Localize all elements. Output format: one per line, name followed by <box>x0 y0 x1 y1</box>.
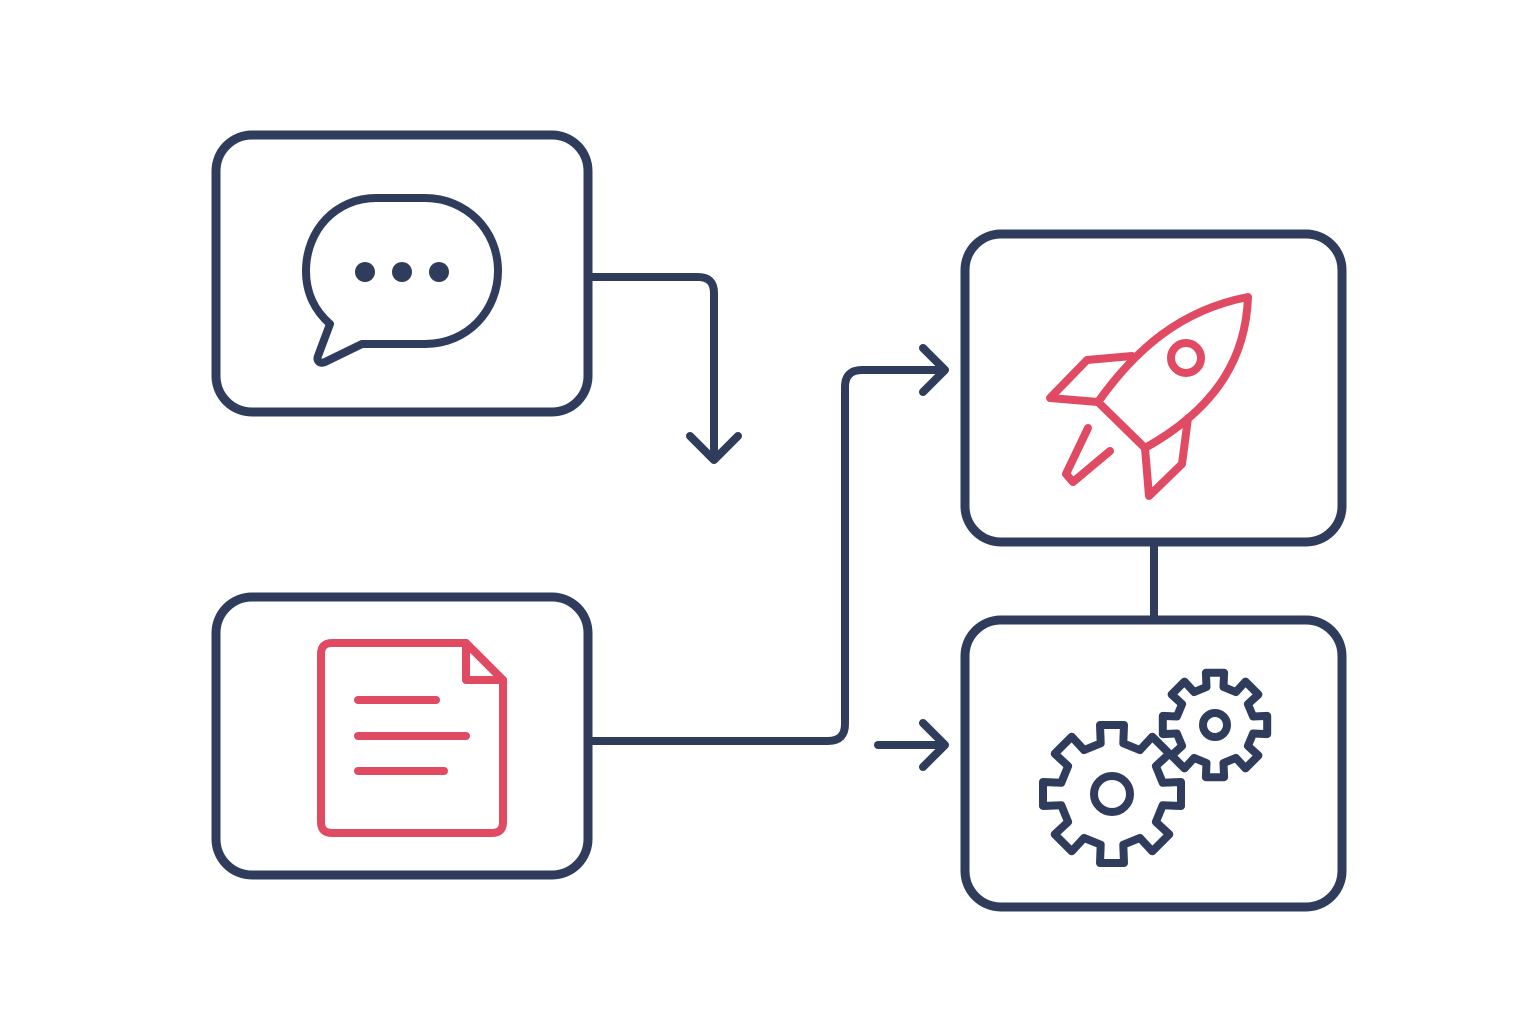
large-gear <box>1039 721 1185 867</box>
chat-bubble-icon <box>302 194 502 367</box>
edge-message-down <box>588 273 718 460</box>
arrowhead-down <box>686 432 742 464</box>
chat-dot <box>429 262 449 282</box>
document-icon <box>317 639 507 837</box>
edge-document-launch <box>588 366 948 745</box>
chat-dot <box>355 262 375 282</box>
chat-dot <box>392 262 412 282</box>
gears-icon <box>1039 668 1272 867</box>
node-process <box>960 615 1347 912</box>
rocket-icon <box>1046 293 1252 500</box>
node-launch <box>960 229 1347 547</box>
arrowhead-launch <box>919 344 949 396</box>
small-gear <box>1158 668 1272 782</box>
node-message <box>211 130 593 417</box>
arrowhead-process <box>919 719 949 771</box>
node-document <box>211 592 593 880</box>
connectors <box>588 273 1158 771</box>
